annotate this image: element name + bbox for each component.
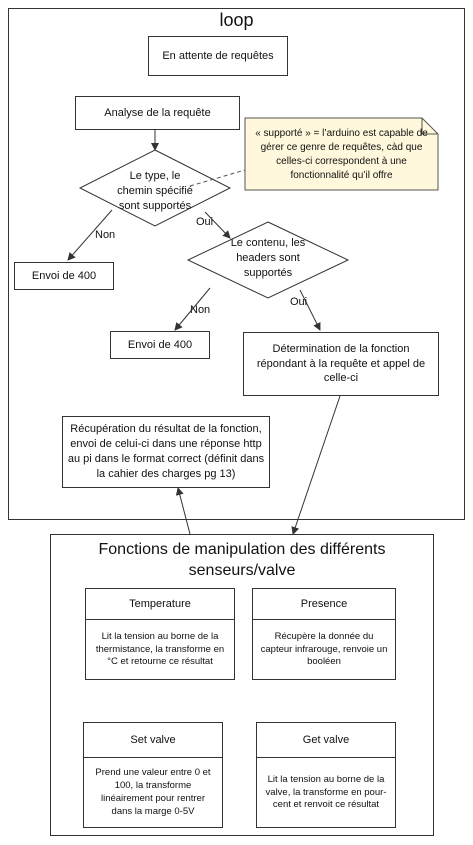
analyse-request-box: Analyse de la requête	[75, 96, 240, 130]
label-yes-2: Oui	[290, 296, 308, 308]
get-valve-card: Get valve Lit la tension au borne de la …	[256, 722, 396, 828]
set-valve-card: Set valve Prend une valeur entre 0 et 10…	[83, 722, 223, 828]
label-no-1: Non	[95, 229, 116, 241]
send-400-box-a: Envoi de 400	[14, 262, 114, 290]
get-valve-card-desc: Lit la tension au borne de la valve, la …	[265, 773, 387, 811]
decision-content-headers-supported: Le contenu, les headers sont supportés	[230, 237, 306, 279]
label-no-2: Non	[190, 304, 211, 316]
functions-title: Fonctions de manipulation des différents…	[98, 541, 386, 579]
label-yes-1: Oui	[196, 216, 214, 228]
temperature-card-desc: Lit la tension au borne de la thermistan…	[95, 630, 225, 668]
presence-card-desc: Récupère la donnée du capteur infrarouge…	[260, 630, 388, 668]
supported-note: « supporté » = l’arduino est capable de …	[255, 128, 428, 181]
set-valve-card-title: Set valve	[84, 723, 222, 758]
temperature-card: Temperature Lit la tension au borne de l…	[85, 588, 235, 680]
decision-type-path-supported: Le type, le chemin spécifié sont support…	[117, 170, 193, 212]
recuperation-box: Récupération du résultat de la fonction,…	[62, 416, 270, 488]
presence-card-title: Presence	[253, 589, 395, 620]
send-400-box-b: Envoi de 400	[110, 331, 210, 359]
set-valve-card-desc: Prend une valeur entre 0 et 100, la tran…	[95, 767, 211, 817]
temperature-card-title: Temperature	[86, 589, 234, 620]
waiting-requests-box: En attente de requêtes	[148, 36, 288, 76]
loop-title: loop	[219, 10, 254, 30]
presence-card: Presence Récupère la donnée du capteur i…	[252, 588, 396, 680]
get-valve-card-title: Get valve	[257, 723, 395, 758]
determination-box: Détermination de la fonction répondant à…	[243, 332, 439, 396]
